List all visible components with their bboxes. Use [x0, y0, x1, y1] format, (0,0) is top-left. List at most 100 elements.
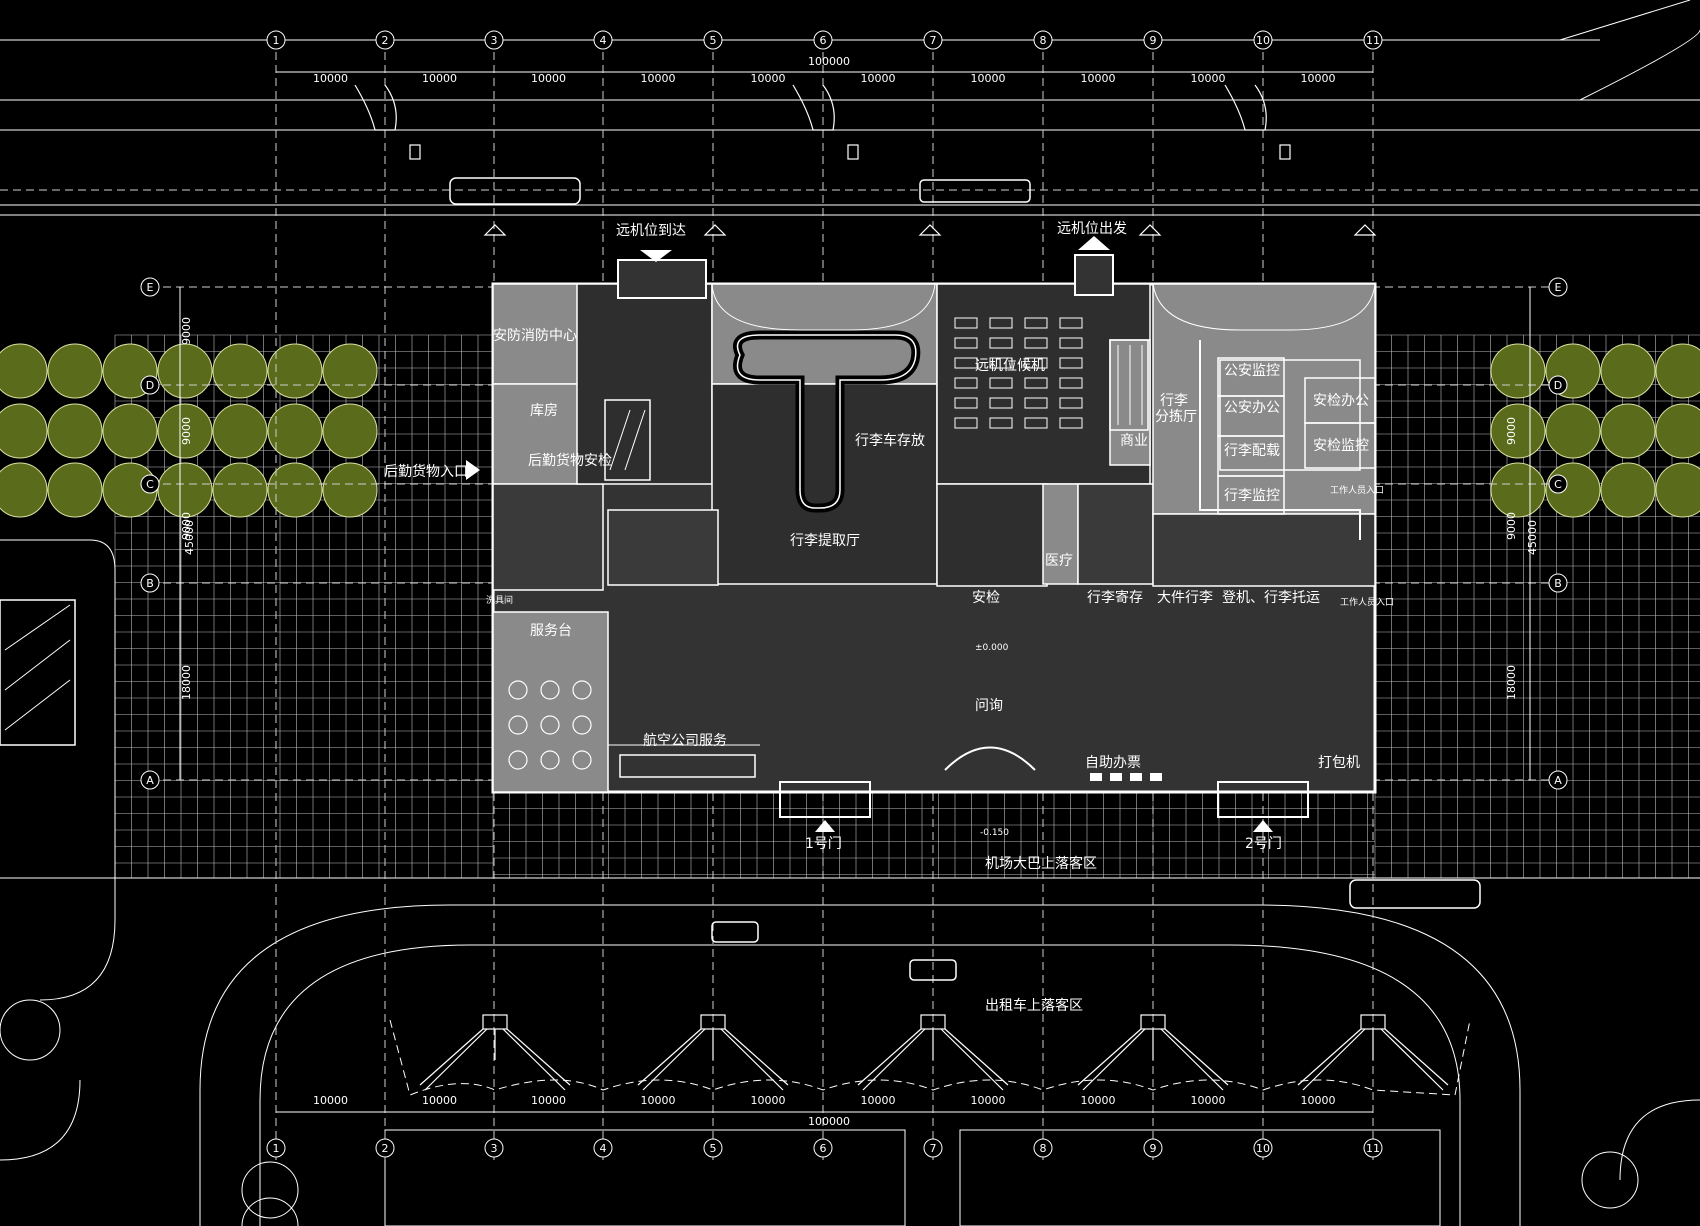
flow-labels: 远机位到达 远机位出发 1号门 2号门 机场大巴上落客区 出租车上落客区 — [616, 221, 1282, 1014]
column-axis-label: 1 — [273, 34, 280, 47]
dim-row-cb-right: 9000 — [1505, 512, 1518, 540]
label-inquiry: 问询 — [975, 698, 1003, 714]
bus-top — [449, 177, 581, 205]
dim-bay: 10000 — [422, 1094, 457, 1107]
tree — [212, 462, 268, 518]
seat-row — [1059, 337, 1083, 349]
row-axis-bubble — [1548, 573, 1568, 593]
seat-row — [1024, 397, 1048, 409]
dim-row-cb-left: 9000 — [180, 512, 193, 540]
label-level-outside: -0.150 — [980, 828, 1009, 838]
column-axis-bubble — [923, 30, 943, 50]
seat-row — [1059, 417, 1083, 429]
row-axis-label: B — [1554, 577, 1562, 590]
table — [508, 750, 528, 770]
dim-bay: 10000 — [313, 1094, 348, 1107]
canopy-arms — [857, 1028, 1009, 1091]
seat-row — [1059, 397, 1083, 409]
label-commerce: 商业 — [1120, 433, 1148, 449]
tree-rows — [0, 343, 1700, 518]
column-axis-bubble — [1143, 1138, 1163, 1158]
inquiry-desk — [944, 746, 1036, 771]
tree — [102, 403, 158, 459]
tree — [267, 403, 323, 459]
office-cells — [1217, 357, 1376, 515]
dim-bay: 10000 — [751, 1094, 786, 1107]
dim-bay: 10000 — [531, 1094, 566, 1107]
label-door-1: 1号门 — [805, 836, 842, 852]
remote-arrival-gate — [617, 259, 707, 299]
tree — [322, 403, 378, 459]
dim-row-dc-right: 9000 — [1505, 417, 1518, 445]
room-cargo-hall — [576, 283, 713, 485]
dim-bay: 10000 — [641, 1094, 676, 1107]
column-axis-label: 7 — [930, 1142, 937, 1155]
room-service — [492, 611, 609, 793]
tree — [0, 462, 48, 518]
column-axis-label: 11 — [1366, 1142, 1380, 1155]
table — [540, 750, 560, 770]
column-axis-bubble — [1143, 30, 1163, 50]
label-sorting-b: 分拣厅 — [1155, 409, 1197, 425]
seat-row — [1059, 377, 1083, 389]
label-tool-room: 洗具间 — [486, 594, 513, 606]
seat-row — [989, 317, 1013, 329]
column-axis-label: 6 — [820, 1142, 827, 1155]
tree — [1655, 403, 1700, 459]
dim-bay: 10000 — [1191, 1094, 1226, 1107]
row-axis-bubble — [1548, 474, 1568, 494]
table — [572, 680, 592, 700]
dim-bay: 10000 — [1081, 1094, 1116, 1107]
seat-row — [954, 417, 978, 429]
label-staff-entrance-2: 工作人员入口 — [1340, 596, 1394, 608]
remote-departure-arrow — [1078, 236, 1110, 250]
baggage-carousel — [733, 330, 921, 513]
seat-row — [989, 357, 1013, 369]
dim-bay: 10000 — [861, 1094, 896, 1107]
tree — [322, 343, 378, 399]
dim-bay: 10000 — [1191, 72, 1226, 85]
row-axis-label: A — [146, 774, 154, 787]
column-axis-label: 5 — [710, 1142, 717, 1155]
room-medical — [1042, 483, 1079, 585]
label-luggage-storage: 行李寄存 — [1087, 589, 1143, 606]
dim-bay: 10000 — [751, 72, 786, 85]
row-axis-label: D — [1554, 379, 1562, 392]
room-labels: 安防消防中心 库房 后勤货物安检 后勤货物入口 行李车存放 行李提取厅 远机位候… — [384, 328, 1394, 838]
column-axis-bubble — [703, 1138, 723, 1158]
tree — [1655, 343, 1700, 399]
dim-bay: 10000 — [313, 72, 348, 85]
dim-bay: 10000 — [861, 72, 896, 85]
dim-row-ba-left: 18000 — [180, 665, 193, 700]
label-police-office: 公安办公 — [1224, 400, 1280, 416]
seat-row — [1024, 377, 1048, 389]
dimension-annotations: 100000 100000 45000 45000 9000 9000 9000… — [180, 55, 1539, 1128]
car-2 — [909, 959, 957, 981]
column-axis-bubble — [484, 30, 504, 50]
row-axis-bubble — [140, 573, 160, 593]
label-remote-waiting: 远机位候机 — [975, 358, 1045, 374]
column-axis-label: 4 — [600, 1142, 607, 1155]
label-taxi-zone: 出租车上落客区 — [985, 997, 1083, 1014]
column-axis-label: 11 — [1366, 34, 1380, 47]
column-axis-bubble — [266, 1138, 286, 1158]
seat-row — [989, 337, 1013, 349]
seat-row — [954, 337, 978, 349]
column-axis-bubble — [266, 30, 286, 50]
apron-belt-curve-left — [711, 283, 936, 331]
dim-bay: 10000 — [641, 72, 676, 85]
front-road — [0, 539, 1700, 1226]
tree — [157, 343, 213, 399]
jetbridge — [792, 84, 835, 131]
dim-total-top: 100000 — [808, 55, 850, 68]
seat-row — [1024, 317, 1048, 329]
column-axis-bubble — [923, 1138, 943, 1158]
baggage-tug-top — [919, 179, 1031, 203]
label-baggage-monitor: 行李监控 — [1224, 488, 1280, 504]
vehicles — [449, 177, 1481, 981]
tree — [267, 462, 323, 518]
label-staff-entrance-1: 工作人员入口 — [1330, 484, 1384, 496]
row-axis-label: B — [146, 577, 154, 590]
seat-row — [1024, 337, 1048, 349]
